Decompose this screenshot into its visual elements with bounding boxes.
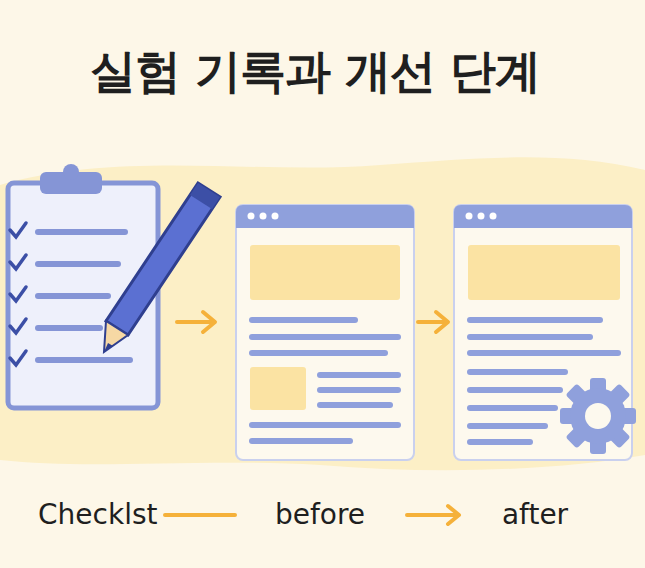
before-window (236, 205, 414, 460)
title: 실험 기록과 개선 단계 (90, 41, 540, 103)
pencil (104, 183, 220, 352)
step-label: after (502, 498, 568, 531)
wave-band (0, 157, 645, 470)
step-label: before (275, 498, 365, 531)
after-window (454, 205, 636, 460)
step-label: Checklst (38, 498, 157, 531)
